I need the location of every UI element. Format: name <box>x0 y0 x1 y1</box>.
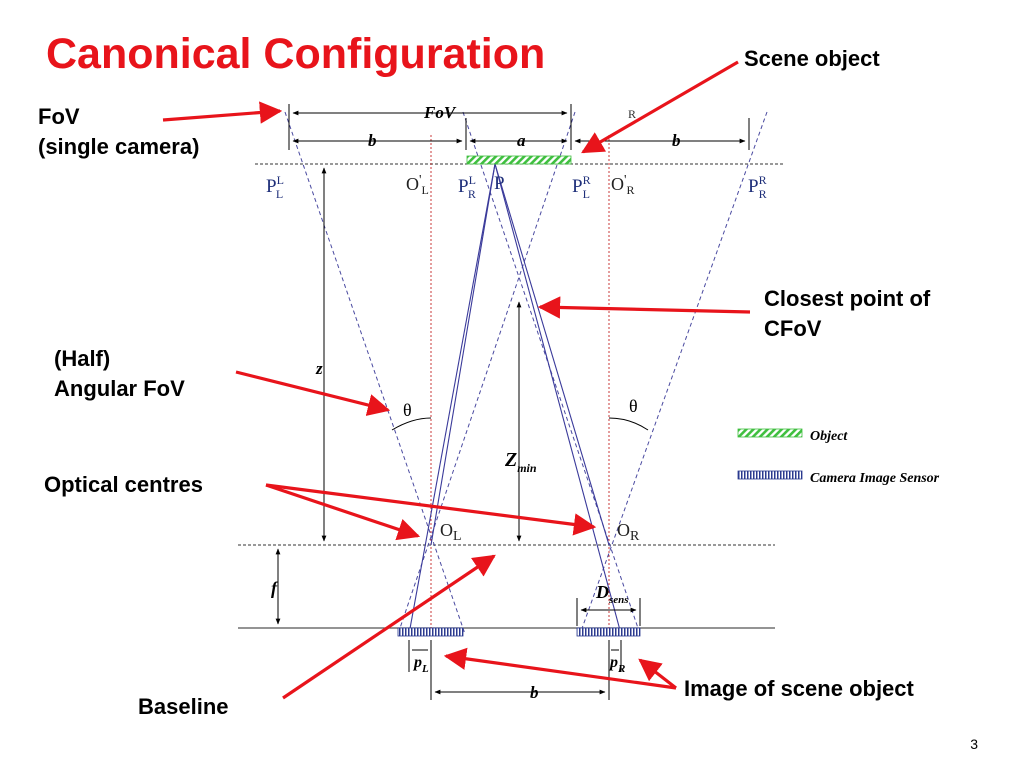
callout-baseline-text: Baseline <box>138 694 229 719</box>
dim-dsens <box>576 598 641 626</box>
pr-main: p <box>608 654 618 671</box>
arrow-optical-left <box>265 483 421 541</box>
plr-sup: R <box>583 173 591 187</box>
slide-title: Canonical Configuration <box>46 30 546 78</box>
dim-z-label: z <box>315 359 323 378</box>
or-sub: R <box>630 529 640 544</box>
callout-scene-object: Scene object <box>744 44 880 74</box>
dim-pl-pr <box>408 640 622 672</box>
point-p: P <box>494 173 505 194</box>
callout-fov-line1: FoV <box>38 104 80 129</box>
dim-zmin-label: Zmin <box>504 449 537 475</box>
left-image-sensor <box>397 627 464 637</box>
or-main: O <box>617 520 630 540</box>
arrow-baseline <box>282 554 496 700</box>
oprime-l-sub: L <box>422 183 429 197</box>
theta-arc-left <box>391 417 432 431</box>
legend-sensor-label: Camera Image Sensor <box>810 471 940 486</box>
oprime-l-mark: ' <box>419 173 422 188</box>
callout-closest-point: Closest point of CFoV <box>764 284 930 344</box>
arrow-scene-object <box>581 60 739 154</box>
arrow-closest-point <box>537 296 751 319</box>
dim-b-left-label: b <box>368 131 377 150</box>
callout-scene-object-text: Scene object <box>744 46 880 71</box>
arrow-half-angular <box>235 370 391 416</box>
dim-b-right-label: b <box>672 131 681 150</box>
pl-sub: L <box>421 663 429 675</box>
pl-label: pL <box>412 654 429 675</box>
dim-fov-label: FoV <box>423 103 457 122</box>
point-oprime-l: O'L <box>406 173 429 197</box>
page-number: 3 <box>970 736 978 752</box>
right-image-sensor <box>576 627 641 637</box>
legend: Object Camera Image Sensor <box>737 428 940 486</box>
prr-sup: R <box>759 173 767 187</box>
pr-sub: R <box>617 663 625 675</box>
pll-sup: L <box>277 173 284 187</box>
zmin-sub: min <box>517 461 537 475</box>
pl-main: p <box>412 654 422 671</box>
callout-half-line1: (Half) <box>54 346 111 371</box>
r-top-label: R <box>628 107 636 121</box>
plr-sub: L <box>583 187 590 201</box>
object-rays <box>408 163 622 635</box>
prr-sub: R <box>759 187 767 201</box>
callout-fov: FoV (single camera) <box>38 102 199 162</box>
dim-dsens-label: Dsens <box>595 582 629 606</box>
oprime-r-main: O <box>611 174 624 194</box>
dim-b-bottom-label: b <box>530 683 539 702</box>
callout-optical-centres: Optical centres <box>44 470 203 500</box>
dim-f-label: f <box>271 578 279 598</box>
oprime-r-mark: ' <box>624 173 627 188</box>
theta-left-label: θ <box>403 400 412 420</box>
point-or: OR <box>617 520 640 544</box>
theta-right-label: θ <box>629 396 638 416</box>
legend-object-swatch <box>737 428 803 438</box>
callout-baseline: Baseline <box>138 692 229 722</box>
arrow-fov <box>162 101 283 124</box>
scene-object-bar <box>466 155 572 165</box>
arrow-optical-right <box>265 483 597 536</box>
callout-closest-line2: CFoV <box>764 316 822 341</box>
callout-image-of-object: Image of scene object <box>684 674 914 704</box>
callout-half-angular-fov: (Half) Angular FoV <box>54 344 185 404</box>
legend-object-label: Object <box>810 429 848 444</box>
arrow-image-left <box>443 647 677 690</box>
pll-sub: L <box>276 187 283 201</box>
oprime-l-main: O <box>406 174 419 194</box>
oprime-r-sub: R <box>627 183 635 197</box>
prl-main: P <box>458 176 469 197</box>
callout-closest-line1: Closest point of <box>764 286 931 311</box>
prr-main: P <box>748 176 759 197</box>
prl-sup: L <box>469 173 476 187</box>
theta-arc-right <box>608 417 649 431</box>
callout-fov-line2: (single camera) <box>38 134 200 159</box>
callout-optical-centres-text: Optical centres <box>44 472 203 497</box>
fov-rays <box>284 111 768 635</box>
dsens-main: D <box>595 582 609 602</box>
prl-sub: R <box>468 187 476 201</box>
callout-image-of-object-text: Image of scene object <box>684 676 914 701</box>
callout-arrows <box>162 60 751 700</box>
dsens-sub: sens <box>608 594 629 606</box>
ol-sub: L <box>453 529 462 544</box>
ol-main: O <box>440 520 453 540</box>
pr-label: pR <box>608 654 625 675</box>
point-ol: OL <box>440 520 462 544</box>
zmin-main: Z <box>504 449 517 471</box>
point-oprime-r: O'R <box>611 173 635 197</box>
arrow-image-right <box>638 658 677 690</box>
dim-a-label: a <box>517 131 526 150</box>
legend-sensor-swatch <box>737 470 803 480</box>
callout-half-line2: Angular FoV <box>54 376 185 401</box>
plr-main: P <box>572 176 583 197</box>
pll-main: P <box>266 176 277 197</box>
